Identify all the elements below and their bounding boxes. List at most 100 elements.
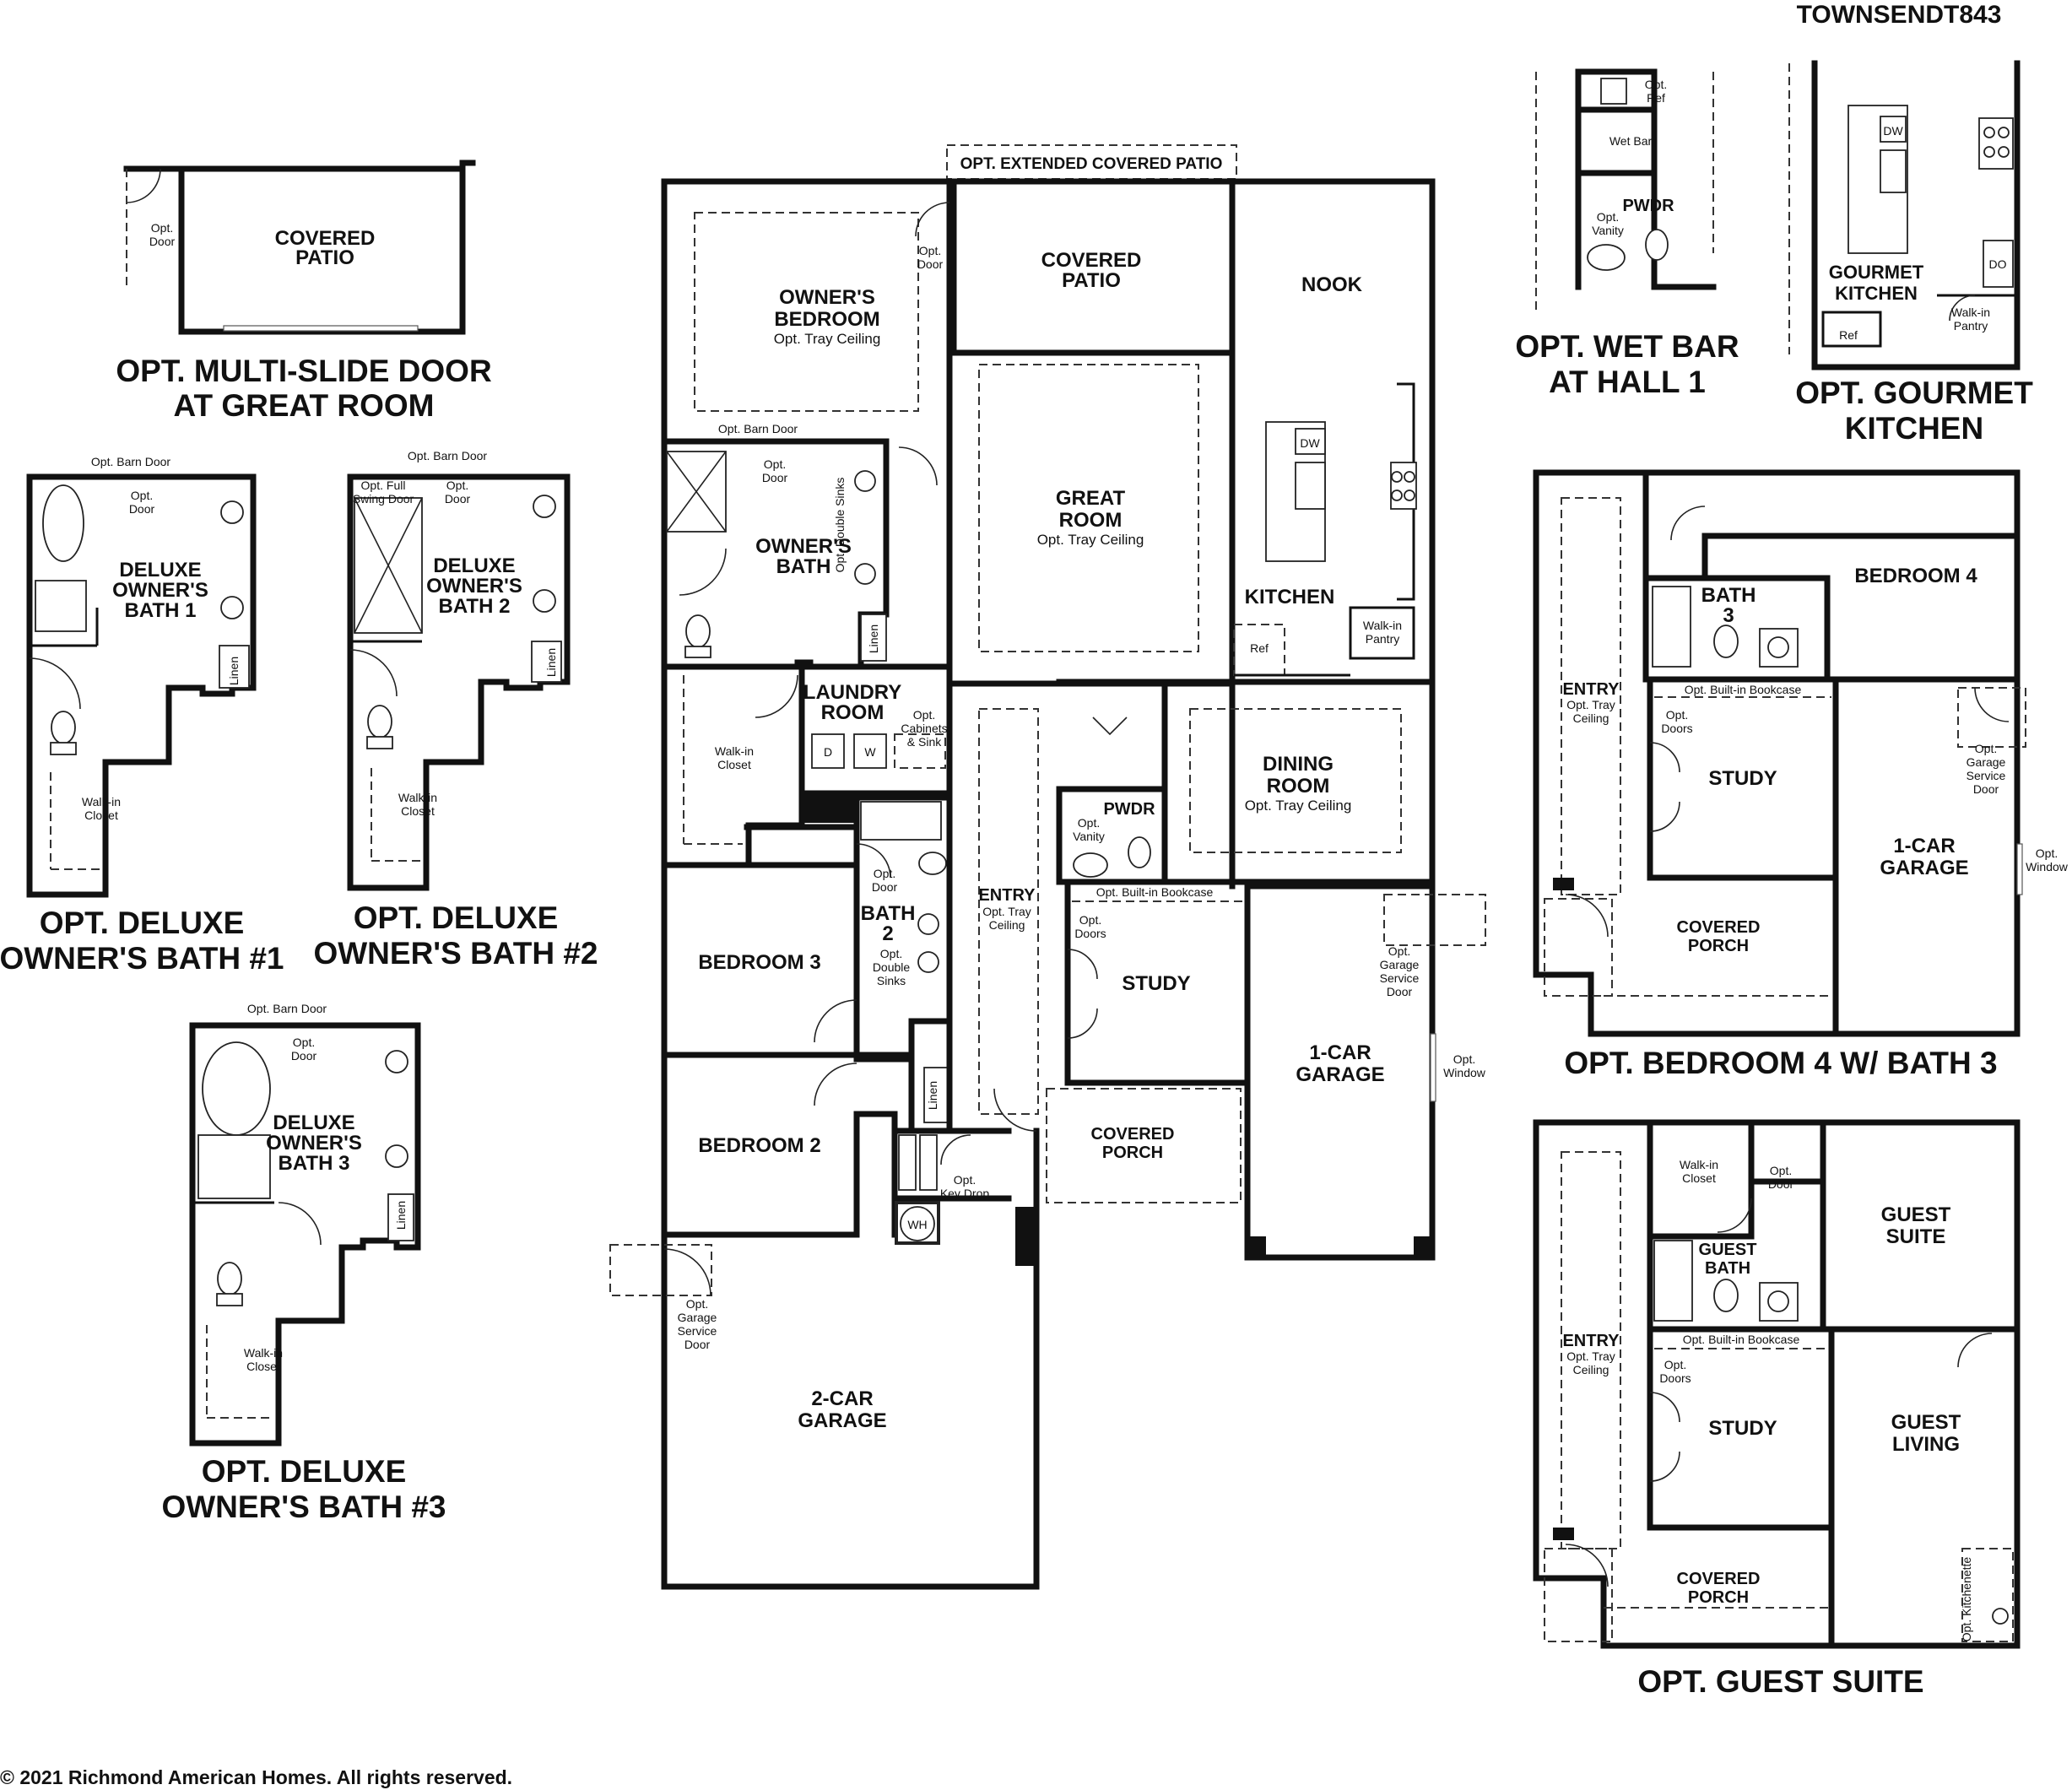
guest-porch-label-1: COVERED [1677,1570,1761,1588]
bath-3-label-1: BATH [1701,584,1756,607]
wetbar-pwdr-label: PWDR [1622,197,1674,215]
wetbar-ref-label-2: Ref [1647,91,1665,105]
multi-slide-covered-label-1: COVERED [275,227,376,250]
option-deluxe-bath-2: Opt. Barn Door Opt. Full Swing Door Opt.… [313,449,598,971]
multi-slide-door-label-1: Opt. [151,221,173,235]
guest-doors-label-1: Opt. [1664,1358,1686,1371]
deluxe3-option-title-1: OPT. DELUXE [202,1454,407,1489]
study-doors-label-1: Opt. [1079,913,1101,927]
covered-porch-label-1: COVERED [1091,1125,1175,1144]
deluxe2-closet-label-2: Closet [401,804,435,818]
bed4-title: OPT. BEDROOM 4 W/ BATH 3 [1564,1046,1997,1080]
toilet-icon [1713,625,1739,658]
walkin-pantry-label-2: Pantry [1366,632,1399,646]
deluxe1-option-title-1: OPT. DELUXE [40,906,245,940]
bed4-porch-label-2: PORCH [1688,937,1749,955]
sink-icon [1767,636,1789,658]
laundry-cabinets-label-2: Cabinets [901,722,947,735]
owners-bath-double-sinks-label: Opt. Double Sinks [833,478,847,573]
range-icon [1978,117,2014,170]
deluxe3-title-3: BATH 3 [279,1152,350,1175]
bedroom-2-label: BEDROOM 2 [698,1134,820,1157]
laundry-cabinets-label-1: Opt. [913,708,935,722]
bed4-service-1: Opt. [1975,742,1997,755]
bed4-doors-label-1: Opt. [1666,708,1688,722]
sink-icon [854,563,876,585]
owners-bedroom-label-2: BEDROOM [774,308,879,331]
guest-title: OPT. GUEST SUITE [1637,1664,1923,1699]
key-drop-label-1: Opt. [954,1173,976,1187]
multi-slide-covered-label-2: PATIO [295,246,354,269]
gourmet-kitchen-label-2: KITCHEN [1835,283,1918,304]
tub-icon [860,801,942,841]
guest-bookcase-label: Opt. Built-in Bookcase [1683,1333,1800,1346]
great-room-label-1: GREAT [1056,487,1126,510]
shower-icon [197,1134,271,1199]
entry-subtitle-1: Opt. Tray [982,905,1031,918]
deluxe1-closet-label-1: Walk-in [82,795,121,808]
covered-patio-label-2: PATIO [1062,269,1121,292]
dryer-label: D [824,745,832,759]
owners-bedroom-opt-door-1: Opt. [919,244,941,257]
key-drop-label-2: Key Drop [940,1187,990,1200]
shower-icon [35,580,87,632]
bed4-entry-sub-1: Opt. Tray [1566,698,1615,711]
option-gourmet-kitchen: DW DO Ref GOURMET KITCHEN Walk-in Pantry… [1788,60,2033,446]
guest-bath-label-1: GUEST [1699,1241,1757,1259]
dining-label-2: ROOM [1267,775,1330,798]
kitchen-ref-label: Ref [1250,641,1269,655]
kitchen-label: KITCHEN [1245,586,1335,608]
sink-icon [1295,462,1326,510]
toilet-icon [685,614,711,648]
deluxe3-door-label: Door [291,1049,317,1063]
option-deluxe-bath-3: Opt. Barn Door Opt. Door DELUXE OWNER'S … [161,1002,446,1524]
owners-bath-label-1: OWNER'S [755,535,852,558]
walkin-pantry-label-1: Walk-in [1363,619,1402,632]
toilet-icon [367,705,392,738]
two-car-garage-label-2: GARAGE [798,1409,886,1432]
deluxe2-option-title-2: OWNER'S BATH #2 [313,936,598,971]
pwdr-label: PWDR [1103,800,1155,819]
owners-bedroom-subtitle: Opt. Tray Ceiling [774,331,881,347]
deluxe2-title-2: OWNER'S [426,575,522,598]
deluxe2-full-swing-label-2: Swing Door [353,492,414,506]
bed4-service-4: Door [1973,782,1999,796]
gourmet-title-1: OPT. GOURMET [1795,376,2033,410]
owners-bath-opt-door-2: Door [762,471,788,484]
water-heater-icon [900,1206,935,1241]
vanity-sink-icon [1073,852,1108,878]
guest-suite-label-1: GUEST [1881,1203,1951,1226]
bed4-doors-label-2: Doors [1661,722,1692,735]
deluxe3-linen-label: Linen [394,1201,408,1230]
bed4-window-label-2: Window [2026,860,2069,873]
laundry-label-2: ROOM [821,701,885,724]
garage-service-door-1: Opt. [1388,944,1410,958]
bed4-garage-label-1: 1-CAR [1893,835,1955,857]
one-car-garage-label-1: 1-CAR [1309,1041,1371,1064]
gourmet-pantry-label-1: Walk-in [1951,306,1990,319]
bed4-service-3: Service [1967,769,2006,782]
owners-bath-barn-door-label: Opt. Barn Door [718,422,798,435]
guest-kitchenette-label: Opt. Kitchenette [1960,1557,1973,1642]
sink-icon [917,951,939,973]
toilet-icon [217,1262,242,1295]
plan-code: TOWNSENDT843 [1797,1,2002,29]
bed4-garage-label-2: GARAGE [1880,857,1968,879]
walkin-closet-label-2: Closet [717,758,751,771]
deluxe3-title-2: OWNER'S [266,1132,362,1155]
gourmet-dw-label: DW [1883,124,1903,138]
deluxe1-title-3: BATH 1 [125,599,197,622]
bedroom-3-label: BEDROOM 3 [698,951,820,974]
guest-entry-sub-1: Opt. Tray [1566,1349,1615,1363]
toilet-icon [918,852,947,875]
guest-porch-label-2: PORCH [1688,1588,1749,1607]
guest-door-label-1: Opt. [1770,1164,1792,1177]
option-deluxe-bath-1: Opt. Barn Door Opt. Door DELUXE OWNER'S … [0,455,284,976]
pwdr-vanity-label-2: Vanity [1073,830,1105,843]
bath2-label-1: BATH [861,902,916,925]
deluxe3-option-title-2: OWNER'S BATH #3 [161,1490,446,1524]
range-icon [1390,462,1417,510]
water-heater-label: WH [907,1218,927,1231]
option-guest-suite: Walk-in Closet Opt. Door GUEST SUITE GUE… [1533,1119,2021,1699]
